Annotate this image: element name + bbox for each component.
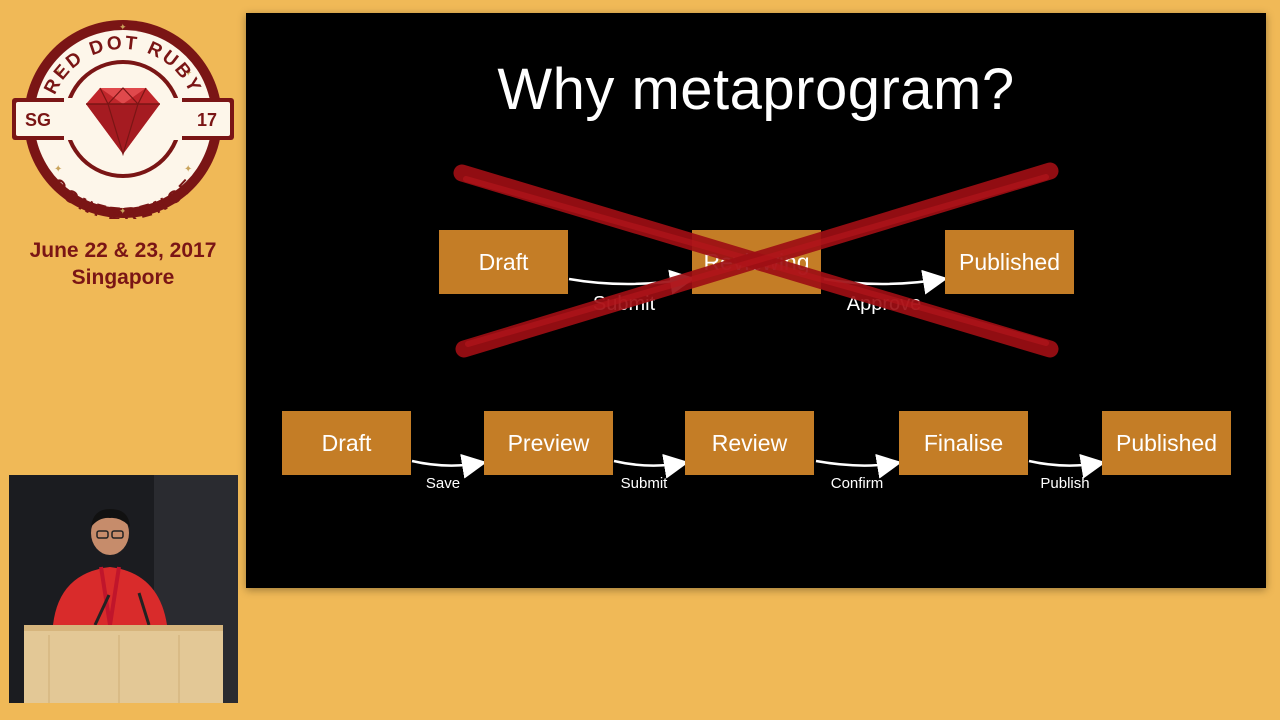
speaker-video-frame [9, 475, 238, 703]
svg-text:✦: ✦ [184, 164, 192, 175]
new-state-finalise: Finalise [899, 411, 1028, 475]
new-transition-save: Save [425, 475, 461, 492]
event-date: June 22 & 23, 2017 [29, 239, 217, 262]
event-city: Singapore [71, 266, 175, 289]
old-state-reviewing: Reviewing [692, 230, 821, 294]
svg-text:✦: ✦ [184, 68, 192, 79]
svg-text:✦: ✦ [119, 207, 127, 217]
old-state-published: Published [945, 230, 1074, 294]
new-transition-confirm: Confirm [830, 475, 884, 492]
logo-left-badge: SG [25, 110, 51, 130]
old-transition-arrow [568, 269, 695, 295]
new-transition-arrow [1028, 453, 1106, 479]
old-transition-submit: Submit [592, 293, 656, 315]
old-transition-approve: Approve [846, 293, 922, 315]
new-transition-arrow [411, 453, 487, 479]
new-transition-arrow [613, 453, 689, 479]
new-transition-arrow [815, 453, 902, 479]
red-dot-ruby-logo: ✦ ✦ ✦ ✦ ✦ ✦ RED DOT RUBY CONFERENCE SG 1… [12, 20, 234, 219]
new-state-published: Published [1102, 411, 1231, 475]
new-transition-submit: Submit [620, 475, 668, 492]
workflow-arrows [411, 269, 1106, 479]
old-state-draft: Draft [439, 230, 568, 294]
slide-title: Why metaprogram? [497, 57, 1015, 122]
speaker-video [9, 475, 238, 703]
svg-text:✦: ✦ [119, 23, 127, 33]
new-state-draft: Draft [282, 411, 411, 475]
svg-text:✦: ✦ [54, 68, 62, 79]
svg-text:✦: ✦ [54, 164, 62, 175]
presentation-slide: Why metaprogram? Draft Reviewing Publish… [246, 13, 1266, 588]
new-transition-publish: Publish [1040, 475, 1090, 492]
new-state-preview: Preview [484, 411, 613, 475]
new-state-review: Review [685, 411, 814, 475]
logo-right-badge: 17 [197, 110, 217, 130]
old-transition-arrow [823, 269, 948, 295]
